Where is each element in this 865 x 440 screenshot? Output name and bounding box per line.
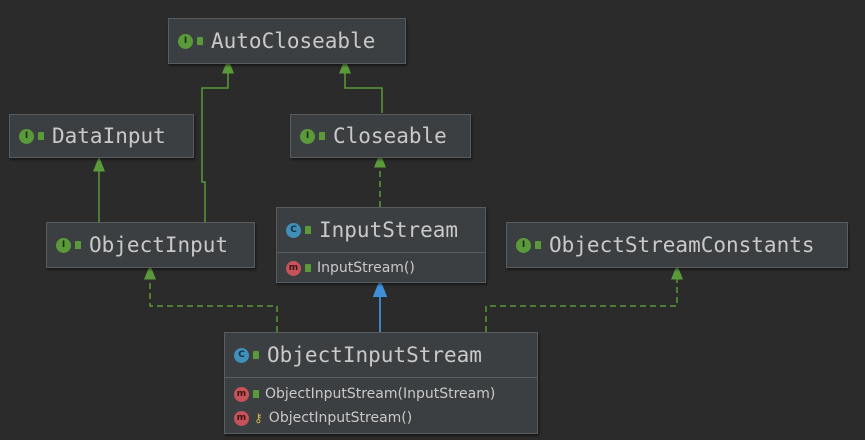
- node-title: DataInput: [52, 124, 166, 148]
- node-objectinputstream[interactable]: C ObjectInputStream m ObjectInputStream(…: [224, 332, 538, 434]
- class-icon: C: [234, 347, 249, 363]
- method-icon: m: [234, 410, 249, 426]
- public-visibility-icon: [75, 241, 81, 249]
- public-visibility-icon: [535, 241, 541, 249]
- method-icon: m: [234, 386, 249, 402]
- public-visibility-icon: [197, 37, 203, 45]
- node-objectstreamconstants[interactable]: I ObjectStreamConstants: [506, 222, 848, 268]
- member-label: ObjectInputStream(InputStream): [265, 386, 496, 402]
- edge-objectinputstream-to-objectstreamconstants: [485, 264, 683, 332]
- node-title: ObjectStreamConstants: [549, 233, 815, 257]
- member-constructor[interactable]: m InputStream(): [277, 253, 485, 283]
- interface-icon: I: [300, 128, 315, 144]
- class-icon: C: [286, 222, 301, 238]
- member-label: InputStream(): [317, 260, 415, 276]
- public-visibility-icon: [253, 351, 259, 359]
- method-icon: m: [286, 260, 301, 276]
- member-label: ObjectInputStream(): [268, 410, 413, 426]
- node-inputstream[interactable]: C InputStream m InputStream(): [276, 207, 486, 283]
- edge-objectinput-to-autocloseable: [201, 58, 234, 222]
- public-visibility-icon: [305, 226, 311, 234]
- node-title: ObjectInput: [89, 233, 229, 257]
- node-datainput[interactable]: I DataInput: [9, 114, 194, 158]
- node-title: ObjectInputStream: [267, 343, 482, 367]
- node-title: Closeable: [333, 124, 447, 148]
- interface-icon: I: [56, 237, 71, 253]
- public-visibility-icon: [38, 132, 44, 140]
- node-autocloseable[interactable]: I AutoCloseable: [168, 18, 406, 64]
- private-visibility-icon: ⚷: [254, 411, 263, 425]
- edge-closeable-to-autocloseable: [339, 58, 383, 113]
- node-title: AutoCloseable: [211, 29, 376, 53]
- node-title: InputStream: [319, 218, 459, 242]
- member-constructor[interactable]: m ⚷ ObjectInputStream(): [225, 406, 537, 430]
- interface-icon: I: [19, 128, 34, 144]
- member-constructor[interactable]: m ObjectInputStream(InputStream): [225, 382, 537, 406]
- public-visibility-icon: [319, 132, 325, 140]
- interface-icon: I: [178, 33, 193, 49]
- public-visibility-icon: [305, 264, 311, 272]
- node-closeable[interactable]: I Closeable: [290, 114, 471, 158]
- public-visibility-icon: [253, 390, 259, 398]
- interface-icon: I: [516, 237, 531, 253]
- edge-objectinputstream-to-objectinput: [144, 264, 278, 332]
- node-objectinput[interactable]: I ObjectInput: [46, 222, 255, 268]
